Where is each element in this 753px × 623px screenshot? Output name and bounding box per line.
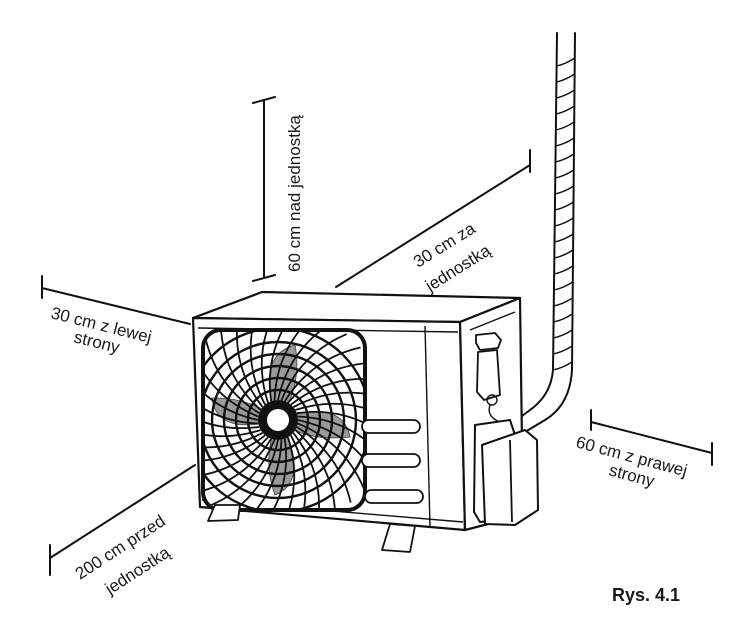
grille-spoke (224, 439, 279, 508)
clearance-back: 30 cm za jednostką (335, 149, 531, 296)
grille-spoke (260, 438, 288, 508)
vent-slot-3 (364, 489, 424, 504)
grille-spoke (205, 384, 259, 425)
fan-hub (267, 409, 289, 431)
grille-spoke (295, 402, 363, 419)
pipe-ring (553, 313, 573, 323)
pipe-ring (553, 329, 573, 339)
grille-spoke (249, 332, 266, 406)
clearance-left: 30 cm z lewej strony (41, 275, 191, 357)
grille-spoke (292, 432, 320, 508)
pipe-ring (555, 153, 575, 163)
pipe-ring (554, 201, 574, 211)
grille-spoke (208, 439, 276, 507)
grille-spoke (242, 439, 283, 508)
pipe-ring (555, 137, 575, 147)
fan-grille-spokes (205, 332, 363, 508)
dimension-line-back (335, 164, 531, 288)
dimension-line-left (41, 287, 191, 325)
vent-slot-2 (361, 453, 421, 468)
grille-spoke (205, 366, 259, 421)
grille-spoke (268, 332, 296, 402)
dimension-line-front (49, 464, 196, 559)
grille-spoke (280, 333, 348, 401)
vent-slot-1 (361, 419, 421, 434)
grille-spoke (205, 337, 260, 414)
grille-spoke (205, 436, 269, 479)
pipe-ring (553, 345, 573, 355)
pipe-ring (555, 121, 575, 131)
valve-cover (481, 429, 539, 526)
grille-spoke (284, 346, 361, 402)
pipe-ring (556, 73, 576, 83)
outdoor-unit (191, 290, 539, 553)
pipe-ring (556, 57, 576, 67)
clearance-right: 60 cm z prawej strony (574, 409, 713, 491)
grille-ring (222, 364, 334, 476)
grille-spoke (287, 361, 363, 404)
grille-spoke (279, 437, 296, 508)
grille-spoke (260, 332, 277, 403)
service-valve (476, 349, 501, 401)
clearance-top: 60 cm nad jednostką (252, 96, 304, 282)
pipe-ring (556, 89, 575, 99)
pipe-ring (555, 185, 575, 195)
grille-spoke (236, 332, 264, 408)
unit-foot-left (207, 504, 241, 522)
pipe-ring (555, 105, 575, 115)
grille-spoke (294, 429, 337, 508)
pipe-ring (553, 297, 573, 307)
grille-spoke (205, 434, 266, 462)
unit-foot-right (381, 523, 416, 553)
grille-spoke (297, 422, 363, 490)
grille-spoke (205, 350, 259, 418)
pipe-ring (555, 169, 575, 179)
pipe-ring (553, 281, 574, 291)
pipe-ring (552, 361, 573, 371)
pipe-ring (554, 265, 574, 275)
pipe-ring (554, 249, 574, 259)
valve-cap (475, 332, 502, 351)
grille-ring (246, 388, 310, 452)
grille-spoke (296, 426, 352, 503)
pipe-ring (554, 217, 574, 227)
grille-spoke (297, 419, 363, 474)
label-top: 60 cm nad jednostką (285, 115, 304, 272)
grille-spoke (277, 332, 332, 401)
refrigerant-pipe (509, 32, 576, 433)
grille-spoke (290, 434, 307, 508)
grille-spoke (205, 438, 272, 494)
grille-spoke (296, 410, 363, 438)
grille-spoke (297, 415, 363, 456)
figure-caption: Rys. 4.1 (612, 585, 680, 605)
dimension-line-right (590, 421, 713, 454)
grille-spoke (219, 332, 262, 411)
grille-spoke (205, 432, 264, 449)
grille-spoke (292, 391, 363, 408)
grille-spoke (205, 402, 260, 430)
grille-spoke (205, 421, 261, 438)
grille-spoke (273, 332, 314, 401)
grille-spoke (290, 378, 363, 406)
grille-ring (210, 352, 346, 488)
clearance-front: 200 cm przed jednostką (49, 464, 196, 599)
pipe-ring (554, 233, 574, 243)
